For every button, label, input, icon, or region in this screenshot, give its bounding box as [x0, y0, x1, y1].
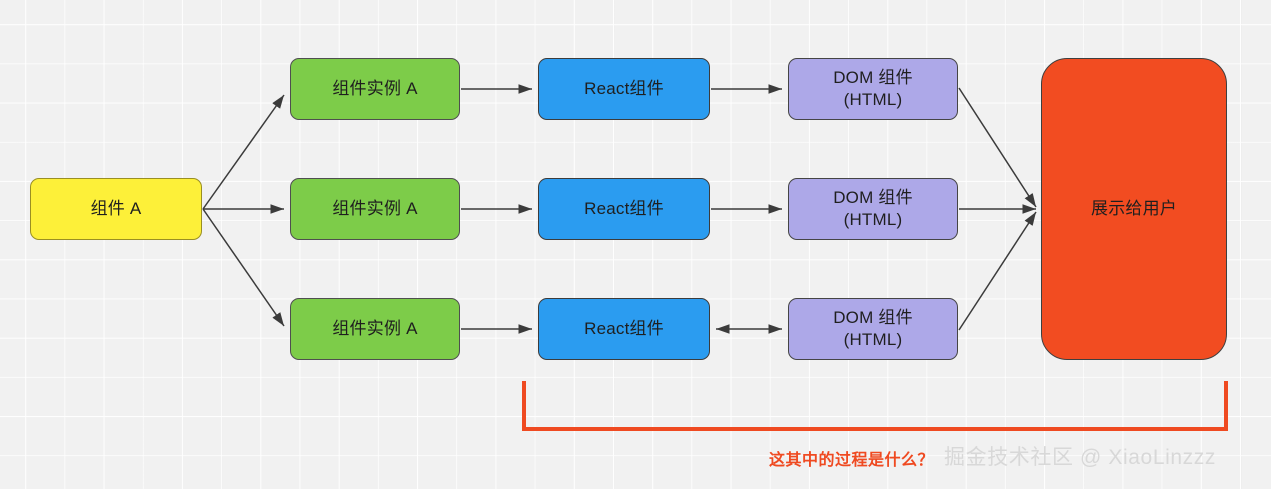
node-instance-a-2[interactable]: 组件实例 A [290, 178, 460, 240]
edge-dom-1-to-show-to-user [958, 87, 1037, 208]
node-component-a[interactable]: 组件 A [30, 178, 202, 240]
node-react-component-1[interactable]: React组件 [538, 58, 710, 120]
edge-component-a-to-instance-1 [202, 94, 285, 210]
node-dom-component-3[interactable]: DOM 组件 (HTML) [788, 298, 958, 360]
node-instance-a-1[interactable]: 组件实例 A [290, 58, 460, 120]
watermark: 掘金技术社区 @ XiaoLinzzz [944, 446, 1216, 469]
node-instance-a-3[interactable]: 组件实例 A [290, 298, 460, 360]
node-show-to-user[interactable]: 展示给用户 [1041, 58, 1227, 360]
edge-dom-3-to-show-to-user [958, 211, 1037, 331]
node-react-component-3[interactable]: React组件 [538, 298, 710, 360]
process-bracket [522, 381, 1228, 431]
node-react-component-2[interactable]: React组件 [538, 178, 710, 240]
edge-component-a-to-instance-3 [202, 208, 285, 327]
node-dom-component-2[interactable]: DOM 组件 (HTML) [788, 178, 958, 240]
process-question-annotation: 这其中的过程是什么？ [769, 452, 935, 469]
node-dom-component-1[interactable]: DOM 组件 (HTML) [788, 58, 958, 120]
